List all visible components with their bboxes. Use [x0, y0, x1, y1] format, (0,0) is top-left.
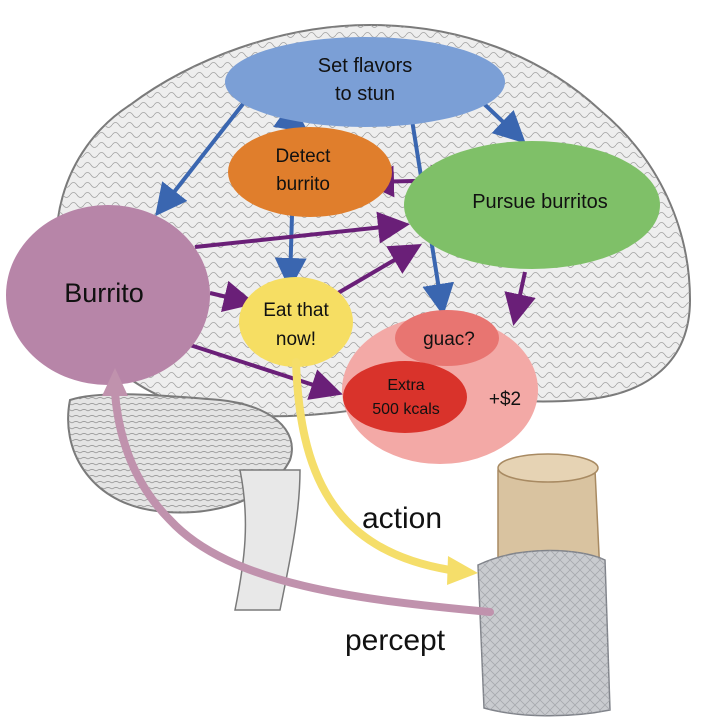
arrow-set-to-burrito: [155, 93, 252, 217]
node-detect-burrito: Detect burrito: [228, 127, 392, 217]
extra-kcals-line1: Extra: [387, 377, 424, 394]
pursue-burritos-ellipse: [404, 141, 660, 269]
brain-stem: [234, 469, 301, 611]
node-guac: guac?: [395, 310, 499, 366]
set-flavors-line2: to stun: [335, 83, 395, 105]
node-burrito: Burrito: [6, 205, 210, 385]
burrito-ellipse: [6, 205, 210, 385]
action-label: action: [362, 502, 442, 535]
percept-arrow: [102, 368, 494, 616]
arrow-burrito-to-cost: [189, 343, 343, 400]
arrow-set-to-pursue: [478, 98, 526, 144]
node-extra-kcals: Extra 500 kcals: [343, 361, 467, 433]
arrow-burrito-to-pursue: [194, 211, 410, 249]
node-eat-that-now: Eat that now!: [239, 277, 353, 367]
arrow-pursue-to-cost: [504, 271, 536, 326]
price-label: +$2: [489, 389, 521, 410]
extra-kcals-ellipse: [343, 361, 467, 433]
pursue-burritos-label: Pursue burritos: [472, 191, 608, 213]
extra-kcals-line2: 500 kcals: [372, 401, 440, 418]
guac-label: guac?: [423, 329, 475, 350]
burrito-label: Burrito: [64, 278, 144, 308]
detect-burrito-ellipse: [228, 127, 392, 217]
set-flavors-ellipse: [225, 37, 505, 127]
eat-that-now-line2: now!: [276, 329, 316, 350]
action-arrow: [292, 358, 478, 585]
percept-label: percept: [345, 624, 446, 657]
guac-ellipse: [395, 310, 499, 366]
burrito-image: [477, 453, 611, 717]
detect-burrito-line2: burrito: [276, 174, 330, 195]
eat-that-now-line1: Eat that: [263, 300, 329, 321]
arrow-detect-to-eat: [274, 214, 307, 290]
node-pursue-burritos: Pursue burritos: [404, 141, 660, 269]
detect-burrito-line1: Detect: [276, 146, 332, 167]
arrow-burrito-to-eat: [209, 280, 256, 313]
eat-that-now-ellipse: [239, 277, 353, 367]
node-set-flavors: Set flavors to stun: [225, 37, 505, 127]
arrow-eat-to-pursue: [336, 243, 422, 295]
set-flavors-line1: Set flavors: [318, 55, 412, 77]
